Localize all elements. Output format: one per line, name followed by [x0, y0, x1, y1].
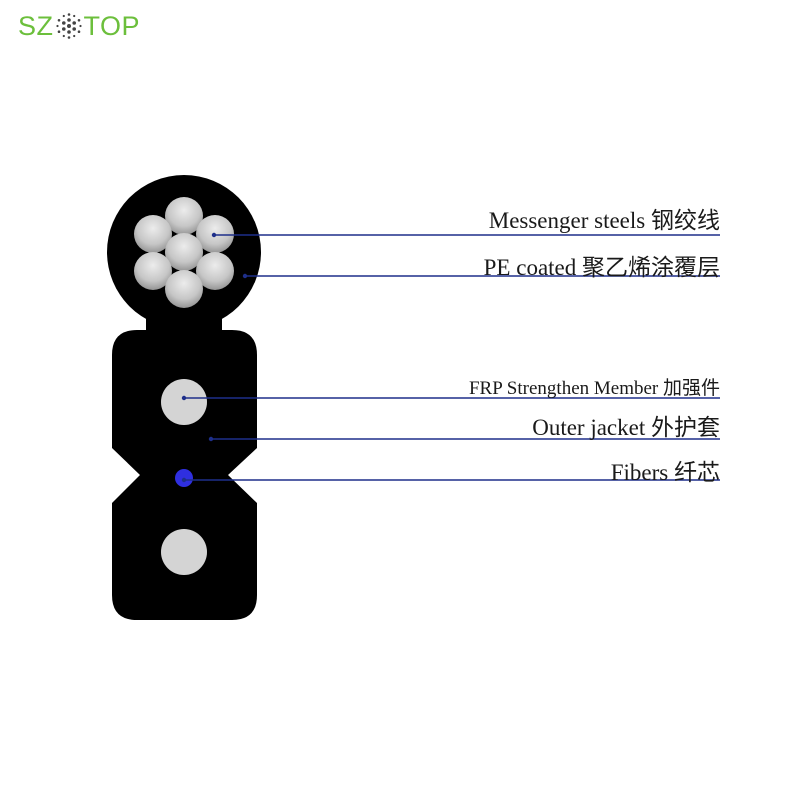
frp-member-bottom: [161, 529, 207, 575]
logo-text-sz: SZ: [18, 10, 54, 41]
leader-dot: [208, 436, 214, 442]
steel-strand: [196, 252, 234, 290]
steel-strand: [165, 270, 203, 308]
steel-strand: [134, 252, 172, 290]
leader-dot: [242, 273, 248, 279]
label-pe-coated: PE coated 聚乙烯涂覆层: [483, 255, 720, 280]
leader-dot: [211, 232, 217, 238]
frp-member-top: [161, 379, 207, 425]
steel-strand: [165, 233, 203, 271]
label-fibers: Fibers 纤芯: [610, 460, 720, 485]
leader-dot: [181, 395, 187, 401]
label-messenger-steels: Messenger steels 钢绞线: [488, 208, 720, 233]
leader-dot: [181, 477, 187, 483]
label-frp-member: FRP Strengthen Member 加强件: [468, 378, 720, 399]
logo-text-top: TOP: [83, 10, 141, 41]
fiber-bundle-icon: [55, 13, 82, 39]
label-outer-jacket: Outer jacket 外护套: [532, 415, 720, 440]
steel-strand: [165, 197, 203, 235]
brand-logo: SZ TOP: [18, 8, 140, 44]
steel-strand: [134, 215, 172, 253]
